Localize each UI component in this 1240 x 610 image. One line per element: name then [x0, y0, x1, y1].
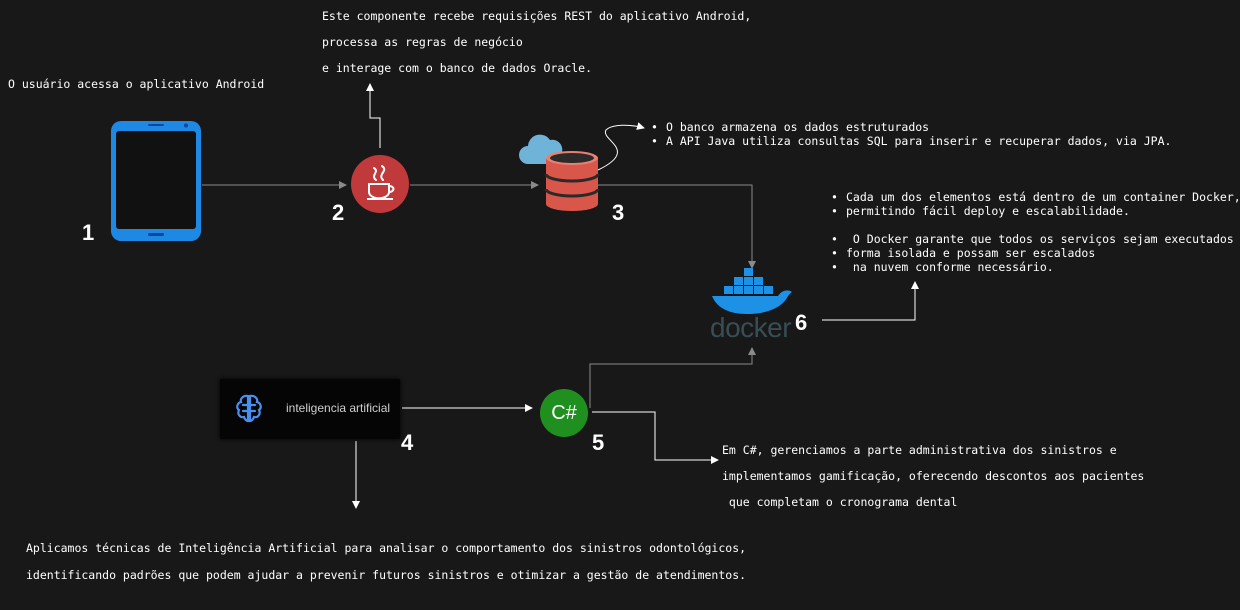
ai-node: inteligencia artificial — [220, 379, 400, 439]
csharp-icon: C# — [540, 389, 588, 437]
edge-csharp-docker — [589, 347, 756, 408]
note-user: O usuário acessa o aplicativo Android — [8, 77, 265, 91]
note-csharp-line-1: Em C#, gerenciamos a parte administrativ… — [722, 443, 1117, 457]
docker-wordmark: docker — [710, 312, 792, 343]
note-docker-item: na nuvem conforme necessário. — [828, 260, 1240, 274]
note-docker-item: O Docker garante que todos os serviços s… — [828, 232, 1240, 246]
edge-java-note — [366, 83, 381, 148]
note-ai-line-1: Aplicamos técnicas de Inteligência Artif… — [26, 541, 747, 555]
edge-docker-note — [822, 281, 919, 321]
note-docker: Cada um dos elementos está dentro de um … — [828, 190, 1240, 274]
step-number-6: 6 — [795, 310, 808, 335]
note-csharp-line-2: implementamos gamificação, oferecendo de… — [722, 469, 1145, 483]
step-number-3: 3 — [612, 200, 625, 225]
database-icon — [544, 151, 600, 211]
note-database: O banco armazena os dados estruturados A… — [648, 120, 1171, 148]
note-java-line-1: Este componente recebe requisições REST … — [322, 9, 752, 23]
java-icon — [351, 155, 409, 213]
docker-whale-icon — [712, 268, 792, 314]
edge-csharp-note — [592, 411, 719, 464]
note-docker-item: permitindo fácil deploy e escalabilidade… — [828, 204, 1240, 218]
note-docker-item: Cada um dos elementos está dentro de um … — [828, 190, 1240, 204]
note-ai-line-2: identificando padrões que podem ajudar a… — [26, 568, 747, 582]
note-docker-item: forma isolada e possam ser escalados — [828, 246, 1240, 260]
step-number-2: 2 — [332, 200, 345, 225]
step-number-4: 4 — [401, 430, 414, 455]
step-number-1: 1 — [82, 220, 95, 245]
ai-node-label: inteligencia artificial — [286, 401, 391, 415]
note-database-item: O banco armazena os dados estruturados — [648, 120, 1171, 134]
edge-db-note — [597, 122, 645, 171]
step-number-5: 5 — [592, 430, 605, 455]
note-java-line-2: processa as regras de negócio — [322, 35, 523, 49]
brain-icon — [236, 394, 262, 423]
note-java-line-3: e interage com o banco de dados Oracle. — [322, 61, 593, 75]
android-phone-icon — [111, 121, 201, 241]
edge-db-docker — [598, 184, 756, 269]
note-csharp-line-3: que completam o cronograma dental — [722, 495, 958, 509]
note-database-item: A API Java utiliza consultas SQL para in… — [648, 134, 1171, 148]
